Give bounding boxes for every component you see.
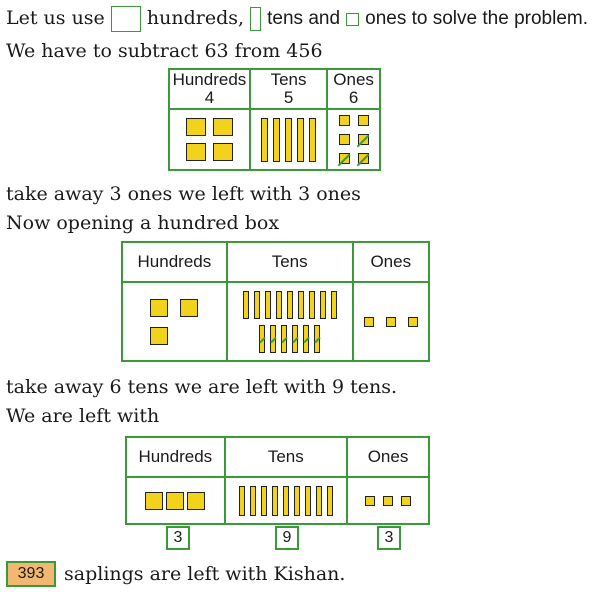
ten-rod <box>261 117 269 162</box>
one-square <box>365 495 375 506</box>
ten-rod <box>297 290 304 319</box>
hundred-block <box>212 118 233 136</box>
ten-rod-crossed <box>270 324 277 353</box>
t2-ones-cell <box>351 281 431 362</box>
ten-rod-crossed <box>259 324 266 353</box>
t3-header-ones: Ones <box>346 436 430 478</box>
place-value-table-2: Hundreds Tens Ones <box>121 241 431 362</box>
t3-tens-cell <box>223 476 349 525</box>
ten-rod <box>253 290 260 319</box>
intro-text-2: hundreds, <box>146 7 245 29</box>
t3-header-hundreds: Hundreds <box>125 436 226 478</box>
t2-header-hundreds: Hundreds <box>121 241 228 283</box>
intro-line: Let us use hundreds, tens and ones to so… <box>6 6 588 32</box>
ten-rod <box>309 117 317 162</box>
ten-rod <box>285 117 293 162</box>
intro-text-3: tens and <box>267 8 341 29</box>
hundred-block <box>180 298 199 317</box>
ten-rod-crossed <box>292 324 299 353</box>
t2-hundreds-cell <box>121 281 228 362</box>
ten-rod <box>238 485 245 516</box>
ten-rod <box>282 485 289 516</box>
one-square-crossed <box>357 134 369 145</box>
step-open-hundred-text: Now opening a hundred box <box>6 212 280 234</box>
one-square <box>363 316 374 327</box>
ten-rod <box>275 290 282 319</box>
t3-hundreds-cell <box>125 476 226 525</box>
one-square <box>407 316 418 327</box>
ten-rod <box>319 290 326 319</box>
step-tens-text: take away 6 tens we are left with 9 tens… <box>6 376 398 398</box>
step-ones-text: take away 3 ones we left with 3 ones <box>6 183 361 205</box>
ten-rod <box>286 290 293 319</box>
one-square <box>338 134 350 145</box>
hundred-block <box>185 118 206 136</box>
final-answer-box: 393 <box>6 561 56 587</box>
one-square <box>385 316 396 327</box>
t2-header-tens: Tens <box>225 241 354 283</box>
one-square-crossed <box>357 153 369 164</box>
one-square-crossed <box>338 153 350 164</box>
hundred-block <box>187 491 206 510</box>
hundred-block <box>150 326 169 345</box>
answer-tens: 9 <box>275 526 299 550</box>
subtract-statement: We have to subtract 63 from 456 <box>6 40 323 62</box>
t1-hundreds-cell <box>168 108 251 171</box>
hundred-block <box>166 491 185 510</box>
ten-rod-crossed <box>281 324 288 353</box>
hundred-block <box>185 143 206 161</box>
final-statement: saplings are left with Kishan. <box>64 563 346 585</box>
ten-rod <box>249 485 256 516</box>
t1-tens-cell <box>248 108 329 171</box>
ten-rod <box>315 485 322 516</box>
ten-rod <box>264 290 271 319</box>
tens-rod-icon <box>250 7 262 31</box>
one-square <box>357 115 369 126</box>
hundred-block <box>145 491 164 510</box>
ten-rod <box>308 290 315 319</box>
result-intro-text: We are left with <box>6 405 160 427</box>
ten-rod <box>271 485 278 516</box>
ten-rod-crossed <box>314 324 321 353</box>
hundred-block <box>212 143 233 161</box>
ten-rod <box>242 290 249 319</box>
t3-header-tens: Tens <box>223 436 349 478</box>
ten-rod <box>293 485 300 516</box>
t2-tens-cell <box>225 281 354 362</box>
ten-rod <box>273 117 281 162</box>
ten-rod <box>297 117 305 162</box>
intro-text-4: ones to solve the problem. <box>365 8 588 29</box>
answer-hundreds: 3 <box>166 526 190 550</box>
ten-rod <box>326 485 333 516</box>
hundred-block <box>150 298 169 317</box>
intro-text-1: Let us use <box>6 7 105 29</box>
place-value-table-3: Hundreds Tens Ones <box>125 436 430 525</box>
t2-header-ones: Ones <box>351 241 431 283</box>
one-square <box>338 115 350 126</box>
one-square <box>401 495 411 506</box>
ten-rod <box>330 290 337 319</box>
hundreds-box-icon <box>110 6 141 32</box>
answer-ones: 3 <box>377 526 401 550</box>
ten-rod <box>304 485 311 516</box>
ten-rod <box>260 485 267 516</box>
ten-rod-crossed <box>303 324 310 353</box>
one-square <box>383 495 393 506</box>
t3-ones-cell <box>346 476 430 525</box>
t1-ones-cell <box>326 108 381 171</box>
ones-square-icon <box>346 12 360 26</box>
